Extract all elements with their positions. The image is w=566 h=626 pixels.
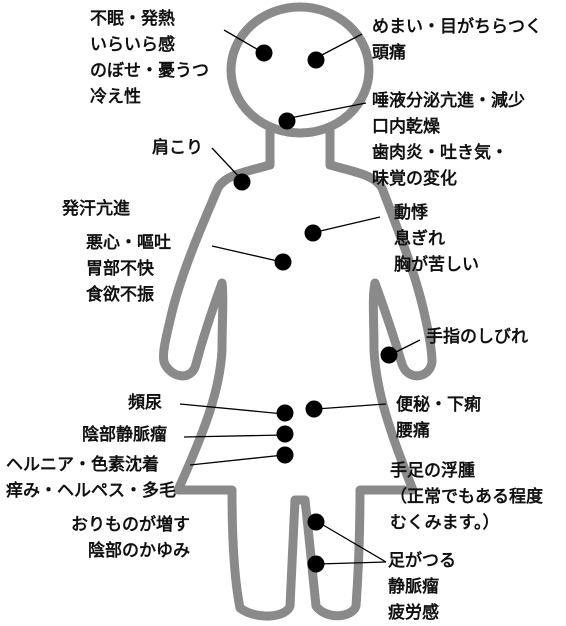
dot-urine	[276, 404, 294, 422]
label-legs: 足がつる 静脈瘤 疲労感	[388, 551, 456, 623]
label-urine: 頻尿	[128, 393, 162, 413]
label-shoulder: 肩こり	[152, 138, 203, 158]
dot-bowel	[305, 400, 323, 418]
dot-shoulder	[233, 173, 251, 191]
body-outline-icon	[159, 125, 437, 621]
label-stomach: 悪心・嘔吐 胃部不快 食欲不振	[86, 233, 171, 305]
dot-hernia	[276, 446, 294, 464]
leader-lines	[179, 29, 421, 565]
dot-leg-lower	[307, 555, 325, 573]
dot-chest	[304, 224, 322, 242]
dot-leg-upper	[307, 513, 325, 531]
dot-stomach	[274, 253, 292, 271]
label-edema: 手足の浮腫 （正常でもある程度 むくみます。）	[390, 461, 543, 533]
label-hand: 手指のしびれ	[426, 327, 528, 347]
dot-varices	[276, 425, 294, 443]
label-chest: 動悸 息ぎれ 胸が苦しい	[394, 203, 479, 275]
label-varices: 陰部静脈瘤	[82, 425, 167, 445]
dot-hand	[380, 346, 398, 364]
label-sweat: 発汗亢進	[62, 199, 130, 219]
dot-head-left	[255, 44, 273, 62]
label-head-left: 不眠・発熱 いらいら感 のぼせ・憂うつ 冷え性	[90, 9, 209, 107]
head-outline-icon	[226, 2, 374, 138]
label-bowel: 便秘・下痢 腰痛	[396, 395, 481, 441]
dot-head-right	[307, 51, 325, 69]
dot-mouth	[278, 112, 296, 130]
label-head-right: めまい・目がちらつく 頭痛	[372, 17, 542, 63]
label-discharge: おりものが増す 陰部のかゆみ	[71, 515, 190, 561]
symptom-dots	[233, 44, 398, 573]
label-mouth: 唾液分泌亢進・減少 口内乾燥 歯肉炎・吐き気・ 味覚の変化	[372, 91, 525, 189]
label-hernia: ヘルニア・色素沈着 痒み・ヘルペス・多毛	[6, 455, 176, 501]
